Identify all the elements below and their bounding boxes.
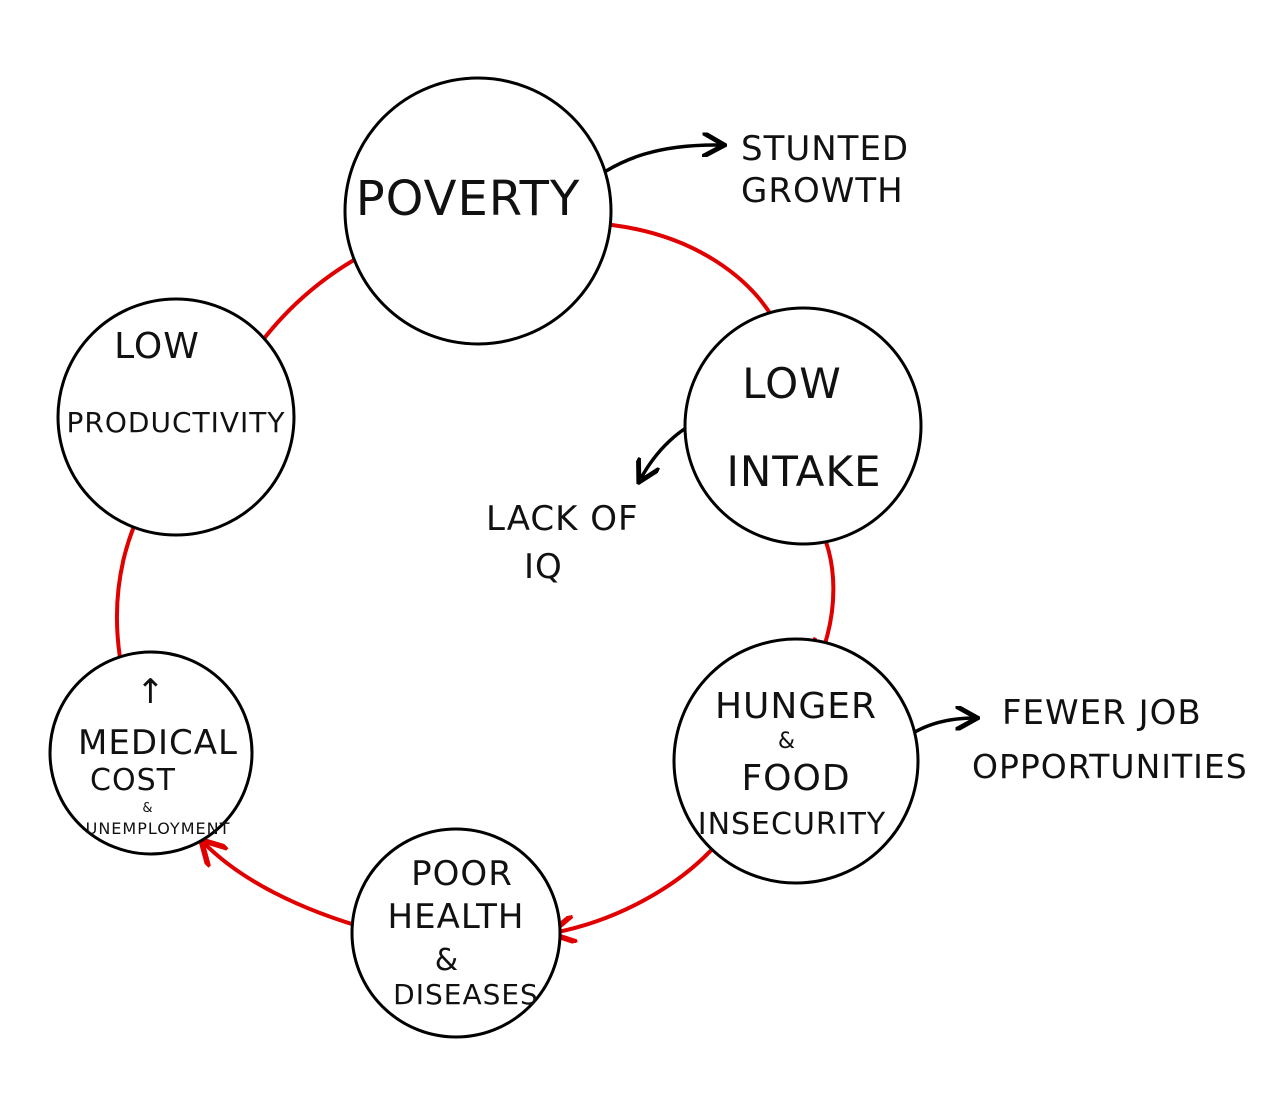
node-medical-line4: UNEMPLOYMENT (86, 819, 231, 838)
node-low-productivity: LOW PRODUCTIVITY (56, 297, 296, 537)
node-poor-health-line3: & (435, 943, 459, 978)
effect-stunted-growth-line1: STUNTED (741, 129, 909, 169)
node-poor-health: POOR HEALTH & DISEASES (350, 827, 562, 1039)
node-low-productivity-line2: PRODUCTIVITY (67, 406, 286, 439)
effect-fewer-jobs-line1: FEWER JOB (1002, 693, 1202, 733)
node-poverty: POVERTY (343, 76, 613, 346)
node-hunger-line2: & (778, 729, 796, 754)
node-hunger-line1: HUNGER (715, 686, 877, 727)
arrow-hunger-to-poor-health (553, 843, 718, 933)
node-low-intake: LOW INTAKE (683, 306, 923, 546)
node-medical-line2: COST (90, 763, 176, 798)
node-poor-health-line2: HEALTH (388, 897, 525, 937)
node-low-intake-line1: LOW (742, 359, 842, 408)
node-medical-line1: MEDICAL (78, 723, 238, 763)
effect-stunted-growth: STUNTED GROWTH (741, 129, 909, 211)
node-hunger: HUNGER & FOOD INSECURITY (672, 637, 920, 885)
node-poor-health-line1: POOR (411, 854, 513, 894)
effect-fewer-jobs-line2: OPPORTUNITIES (972, 747, 1248, 786)
effect-lack-of-iq-line1: LACK OF (486, 499, 639, 539)
node-medical-increase-mark: ↑ (136, 672, 166, 712)
node-low-productivity-line1: LOW (114, 326, 200, 367)
node-medical-cost: ↑ MEDICAL COST & UNEMPLOYMENT (48, 650, 254, 856)
node-low-intake-line2: INTAKE (726, 447, 881, 496)
node-hunger-line4: INSECURITY (698, 807, 887, 842)
node-poverty-label: POVERTY (356, 171, 581, 227)
arrow-poor-health-to-medical (203, 842, 374, 932)
effect-lack-of-iq-line2: IQ (524, 547, 563, 587)
effect-fewer-jobs: FEWER JOB OPPORTUNITIES (972, 693, 1248, 786)
node-hunger-line3: FOOD (741, 758, 850, 799)
node-medical-line3: & (142, 801, 153, 816)
node-poor-health-line4: DISEASES (393, 978, 539, 1011)
effect-stunted-growth-line2: GROWTH (741, 171, 904, 211)
effect-lack-of-iq: LACK OF IQ (486, 499, 639, 587)
